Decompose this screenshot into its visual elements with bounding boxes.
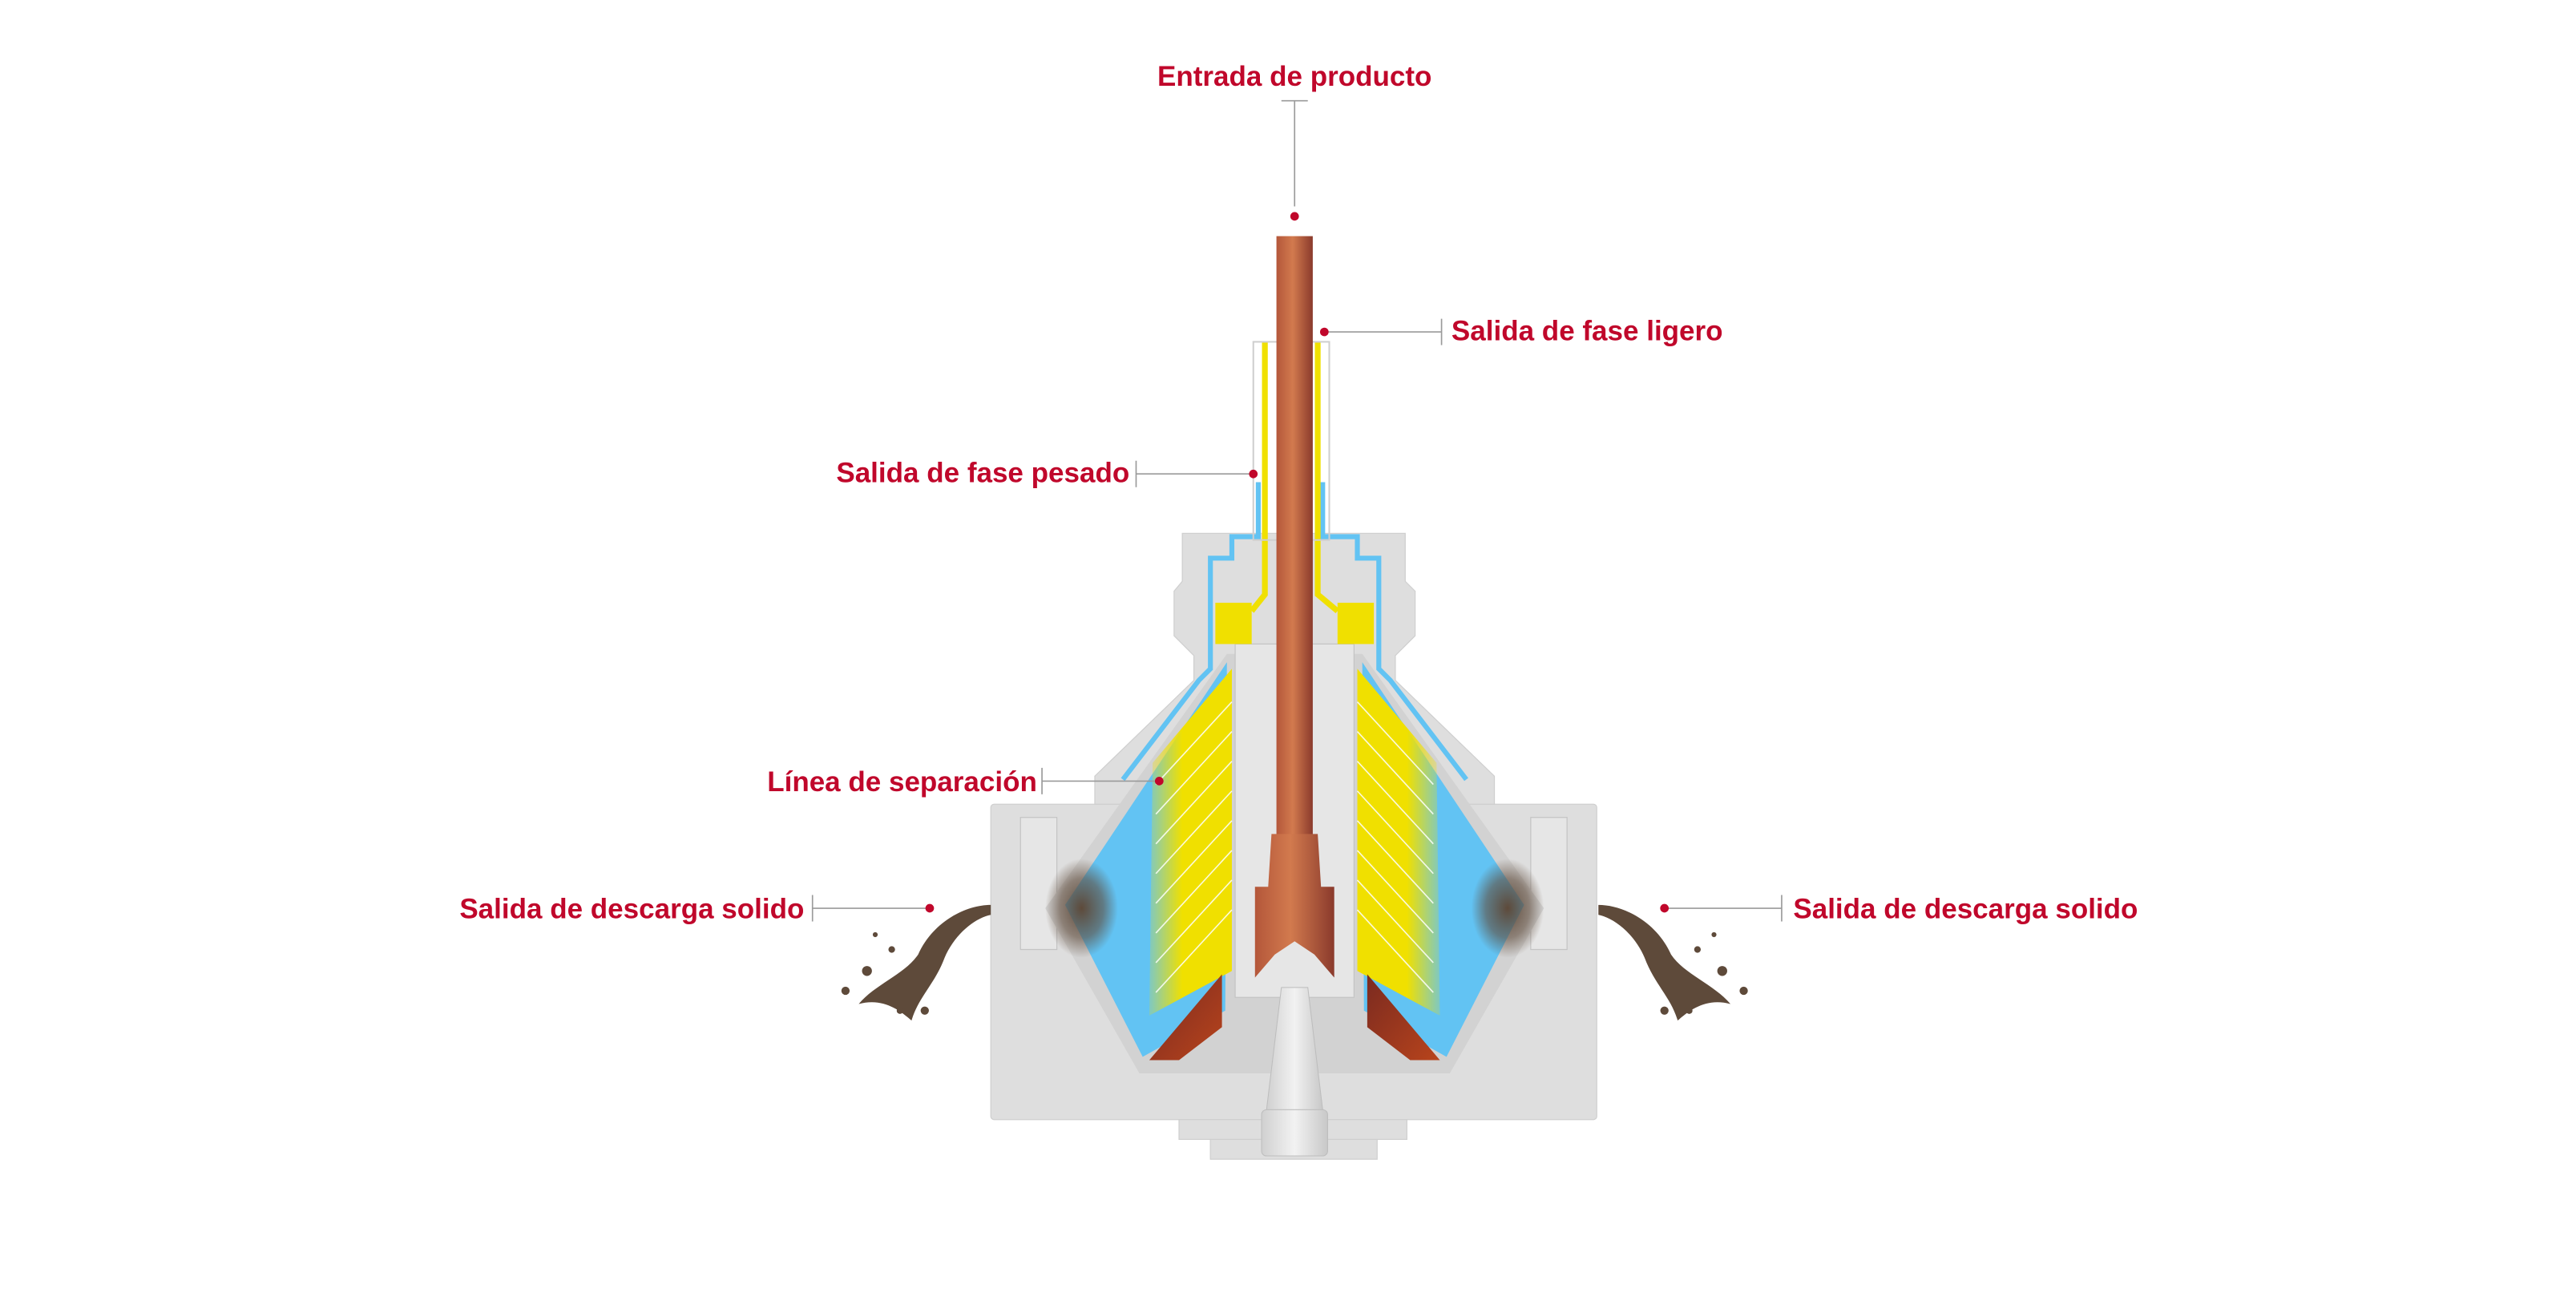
- label-product-inlet: Entrada de producto: [1157, 61, 1431, 92]
- solids-spray-left: [841, 904, 991, 1021]
- marker-dot: [1154, 777, 1164, 786]
- light-phase-disc-stack-left: [1149, 669, 1232, 1016]
- marker-dot: [1660, 903, 1670, 913]
- callout-heavy-phase-outlet: Salida de fase pesado: [836, 458, 1258, 489]
- solids-spray-right: [1598, 904, 1748, 1021]
- light-phase-channel-left: [1249, 341, 1268, 613]
- solids-accumulation-left: [1045, 859, 1118, 958]
- light-phase-chamber-right: [1337, 602, 1375, 644]
- label-separation-line: Línea de separación: [767, 766, 1037, 798]
- callout-solids-discharge-left: Salida de descarga solido: [459, 893, 935, 924]
- marker-dot: [925, 903, 935, 913]
- light-phase-channel-right: [1314, 341, 1340, 613]
- label-light-phase-outlet: Salida de fase ligero: [1452, 315, 1723, 346]
- marker-dot: [1249, 469, 1258, 479]
- label-heavy-phase-outlet: Salida de fase pesado: [836, 458, 1129, 489]
- light-phase-chamber-left: [1215, 602, 1252, 644]
- product-inlet-pipe: [1276, 236, 1313, 847]
- spindle: [1261, 987, 1328, 1157]
- callout-product-inlet: Entrada de producto: [1157, 61, 1431, 221]
- label-solids-discharge-right: Salida de descarga solido: [1793, 893, 2138, 924]
- distributor: [1254, 834, 1334, 978]
- label-solids-discharge-left: Salida de descarga solido: [459, 893, 804, 924]
- callout-separation-line: Línea de separación: [767, 766, 1164, 798]
- callout-solids-discharge-right: Salida de descarga solido: [1660, 893, 2138, 924]
- solids-accumulation-right: [1471, 859, 1544, 958]
- light-phase-disc-stack-right: [1357, 669, 1440, 1016]
- marker-dot: [1290, 212, 1299, 221]
- disc-lines: [1155, 701, 1434, 993]
- marker-dot: [1319, 327, 1329, 337]
- callout-light-phase-outlet: Salida de fase ligero: [1319, 315, 1723, 346]
